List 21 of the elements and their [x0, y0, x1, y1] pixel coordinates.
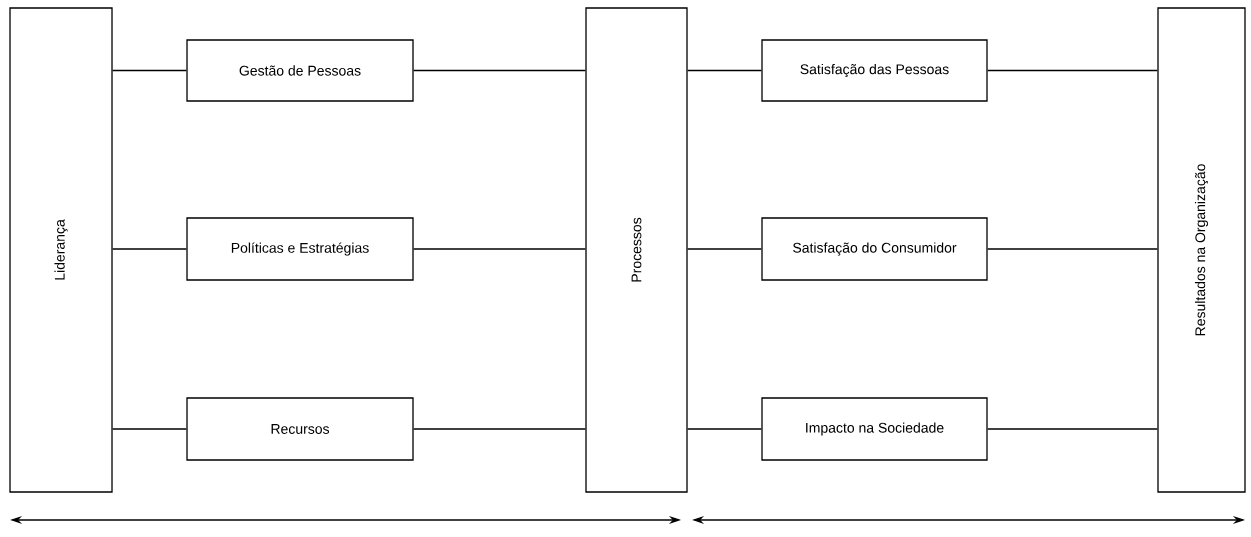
connector-line — [413, 248, 586, 250]
process-box: Satisfação das Pessoas — [761, 39, 988, 102]
connector-line — [987, 248, 1158, 250]
process-box: Satisfação do Consumidor — [761, 217, 988, 281]
column-box: Liderança — [9, 7, 113, 493]
column-box: Resultados na Organização — [1157, 7, 1246, 493]
connector-line — [413, 428, 586, 430]
column-box: Processos — [585, 7, 688, 493]
connector-line — [987, 428, 1158, 430]
process-box: Impacto na Sociedade — [761, 397, 988, 461]
connector-line — [687, 428, 762, 430]
connector-line — [112, 428, 187, 430]
connector-line — [112, 69, 187, 72]
connector-line — [687, 69, 762, 72]
connector-line — [112, 248, 187, 250]
process-box: Políticas e Estratégias — [186, 217, 414, 281]
connector-line — [413, 69, 586, 72]
process-box: Gestão de Pessoas — [186, 39, 414, 102]
connector-line — [987, 69, 1158, 72]
connector-line — [687, 248, 762, 250]
process-box: Recursos — [186, 397, 414, 461]
